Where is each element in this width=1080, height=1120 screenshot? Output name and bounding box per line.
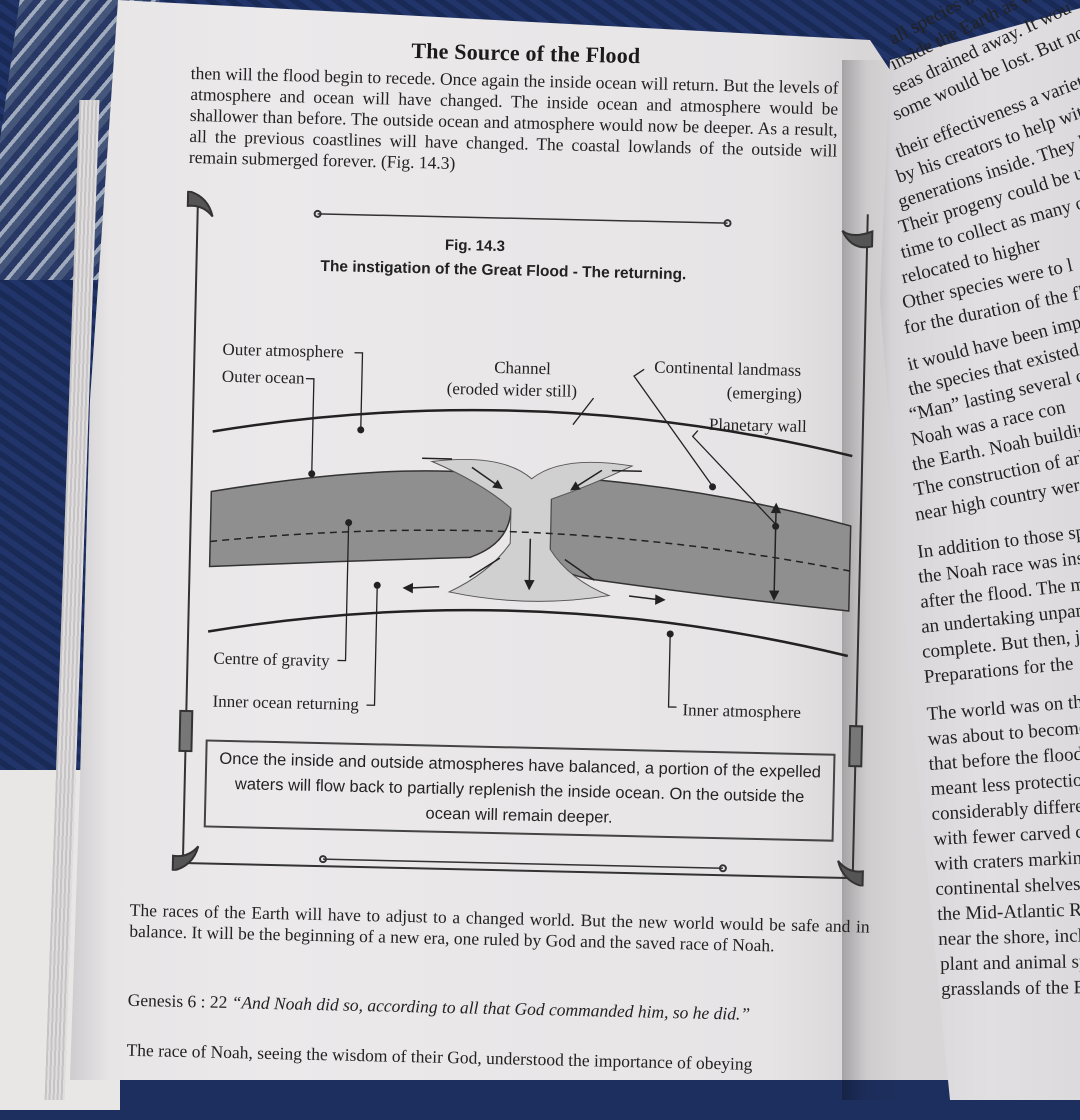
label-continental-landmass: Continental landmass: [654, 357, 802, 380]
ornate-border: [171, 190, 874, 887]
genesis-quote: “And Noah did so, according to all that …: [231, 992, 751, 1024]
label-outer-atmosphere: Outer atmosphere: [222, 339, 345, 362]
figure-diagram: [171, 190, 874, 887]
running-title: The Source of the Flood: [411, 37, 641, 69]
figure-frame: [163, 190, 883, 887]
facing-page-line: near the shore, inclu: [938, 925, 1080, 950]
paragraph-adjust: The races of the Earth will have to adju…: [129, 899, 870, 956]
figure-caption-box: Once the inside and outside atmospheres …: [203, 739, 836, 842]
label-inner-atmosphere: Inner atmosphere: [682, 700, 802, 722]
facing-page-line: the Mid-Atlantic Rid: [936, 899, 1080, 925]
facing-page-line: continental shelves th: [935, 873, 1080, 900]
label-channel-note: (eroded wider still): [446, 378, 578, 401]
label-inner-ocean-returning: Inner ocean returning: [212, 691, 360, 714]
label-planetary-wall: Planetary wall: [708, 414, 807, 437]
genesis-reference: Genesis 6 : 22: [127, 989, 228, 1013]
figure-number: Fig. 14.3: [444, 236, 506, 256]
genesis-citation: Genesis 6 : 22 “And Noah did so, accordi…: [128, 990, 868, 1028]
label-outer-ocean: Outer ocean: [221, 366, 305, 388]
planet-cross-section: [207, 352, 853, 708]
label-channel: Channel: [493, 357, 552, 379]
label-emerging: (emerging): [726, 383, 803, 404]
facing-page-line: grasslands of the E: [941, 977, 1080, 1000]
paragraph-intro: then will the flood begin to recede. Onc…: [188, 62, 839, 173]
label-centre-of-gravity: Centre of gravity: [213, 648, 330, 671]
figure-caption: Once the inside and outside atmospheres …: [219, 749, 822, 827]
paragraph-race-of-noah: The race of Noah, seeing the wisdom of t…: [126, 1039, 753, 1074]
left-page-content: The Source of the Flood then will the fl…: [126, 20, 910, 1097]
facing-page-line: plant and animal sp: [939, 951, 1080, 975]
